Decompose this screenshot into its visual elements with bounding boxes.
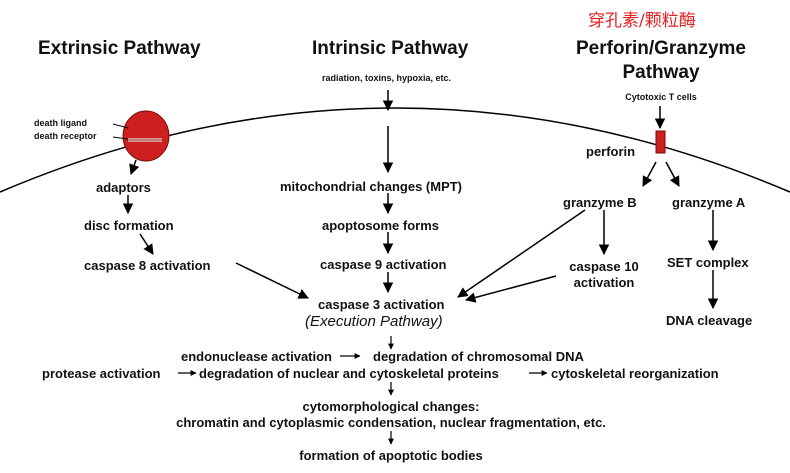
perforin-pore-icon <box>655 130 666 154</box>
cytotoxic-t-cells: Cytotoxic T cells <box>625 92 697 102</box>
header-intrinsic: Intrinsic Pathway <box>312 38 469 59</box>
chromosomal-dna-degradation: degradation of chromosomal DNA <box>373 349 584 364</box>
step-caspase-8: caspase 8 activation <box>84 258 211 273</box>
step-caspase-9: caspase 9 activation <box>320 257 447 272</box>
arrow-receptor-adaptors <box>129 159 140 175</box>
step-mitochondrial: mitochondrial changes (MPT) <box>280 179 463 194</box>
granzyme-a: granzyme A <box>672 195 746 210</box>
perforin-label: perforin <box>586 144 636 159</box>
caspase-10-activation: activation <box>573 275 635 290</box>
ligand-pointer <box>112 123 129 129</box>
arrow-casp8-casp3 <box>235 262 309 299</box>
header-perforin: Perforin/Granzyme <box>576 38 746 59</box>
condensation-fragmentation: chromatin and cytoplasmic condensation, … <box>176 415 606 430</box>
step-disc-formation: disc formation <box>84 218 174 233</box>
apoptotic-bodies: formation of apoptotic bodies <box>299 448 483 463</box>
arrow-disc-casp8 <box>139 233 154 255</box>
cell-membrane <box>0 107 790 193</box>
death-receptor-icon <box>122 110 170 162</box>
set-complex: SET complex <box>667 255 749 270</box>
arrow-casp10-casp3 <box>464 275 557 303</box>
chinese-annotation: 穿孔素/颗粒酶 <box>588 11 696 31</box>
caspase-10: caspase 10 <box>569 259 639 274</box>
dna-cleavage: DNA cleavage <box>666 313 753 328</box>
endonuclease-activation: endonuclease activation <box>181 349 332 364</box>
receptor-pointer <box>112 136 129 140</box>
death-ligand-label: death ligand <box>34 118 88 128</box>
arrow-perforin-granzymeA <box>665 161 680 187</box>
execution-pathway-label: (Execution Pathway) <box>305 313 443 330</box>
granzyme-b: granzyme B <box>563 195 637 210</box>
cytomorphological-changes: cytomorphological changes: <box>302 399 480 414</box>
arrow-perforin-granzymeB <box>642 161 657 187</box>
protease-activation: protease activation <box>42 366 161 381</box>
arrow-granzymeB-casp3 <box>457 209 586 298</box>
cytoskeletal-reorganization: cytoskeletal reorganization <box>551 366 719 381</box>
step-adaptors: adaptors <box>96 180 151 195</box>
header-perforin-2: Pathway <box>622 62 700 83</box>
protein-degradation: degradation of nuclear and cytoskeletal … <box>199 366 499 381</box>
intrinsic-stimuli: radiation, toxins, hypoxia, etc. <box>322 73 452 83</box>
step-apoptosome: apoptosome forms <box>322 218 440 233</box>
caspase-3: caspase 3 activation <box>318 297 445 312</box>
header-extrinsic: Extrinsic Pathway <box>38 38 201 59</box>
death-receptor-label: death receptor <box>34 131 97 141</box>
